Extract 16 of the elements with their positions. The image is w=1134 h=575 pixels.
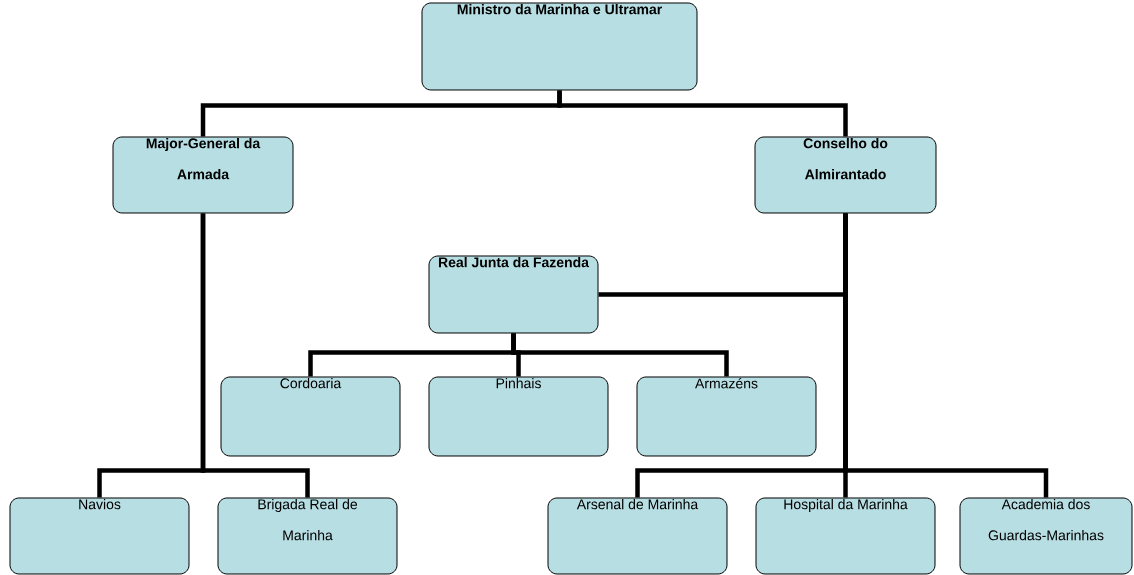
- org-box: Armazéns: [636, 376, 817, 457]
- org-box: Arsenal de Marinha: [547, 497, 728, 575]
- org-box: Cordoaria: [220, 376, 401, 457]
- org-box: Real Junta da Fazenda: [428, 255, 599, 334]
- org-box: Pinhais: [428, 376, 609, 457]
- org-box: Brigada Real de Marinha: [217, 497, 398, 575]
- org-box: Major-General da Armada: [112, 136, 294, 214]
- connector-line: [511, 333, 729, 377]
- org-box: Academia dos Guardas-Marinhas: [959, 497, 1133, 575]
- org-box: Hospital da Marinha: [755, 497, 936, 575]
- connector-line: [557, 90, 848, 137]
- title-box: Ministro da Marinha e Ultramar: [421, 2, 698, 91]
- connector-line: [843, 213, 1049, 498]
- org-box: Conselho do Almirantado: [754, 136, 937, 214]
- org-box: Navios: [9, 497, 190, 575]
- connector-line: [200, 213, 310, 498]
